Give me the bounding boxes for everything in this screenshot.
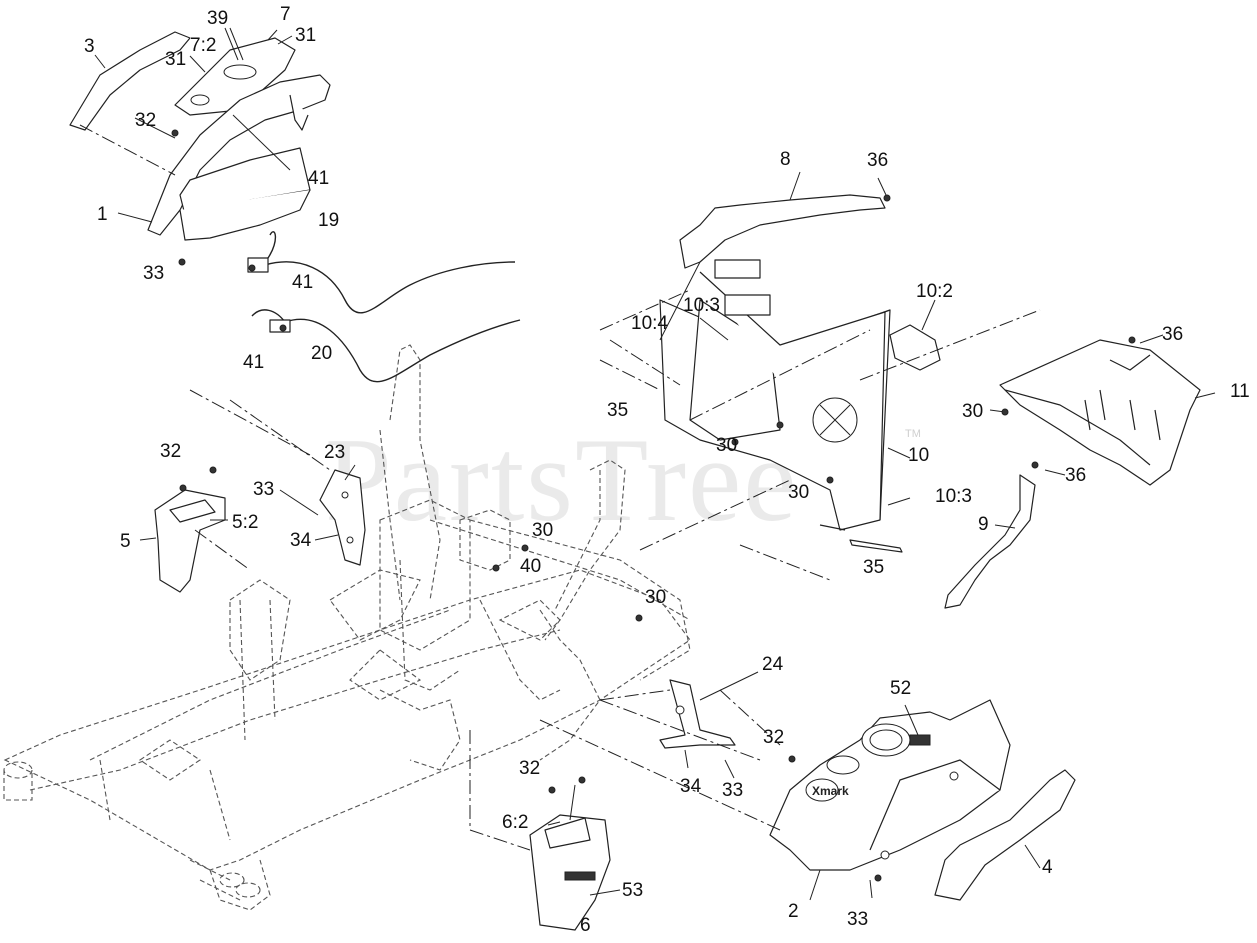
label-8: 8 [780, 149, 791, 170]
label-33: 33 [143, 263, 164, 284]
label-7-2: 7:2 [190, 35, 216, 56]
part-2-fender: Xmark [539, 699, 1011, 901]
label-10-4: 10:4 [631, 313, 668, 334]
label-40: 40 [520, 556, 541, 577]
label-31: 31 [165, 49, 186, 70]
label-30: 30 [962, 401, 983, 422]
label-32: 32 [763, 727, 784, 748]
label-52: 52 [890, 678, 911, 699]
brand-logo: Xmark [812, 784, 849, 798]
label-31: 31 [295, 25, 316, 46]
misc-fasteners [179, 264, 882, 882]
label-20: 20 [311, 343, 332, 364]
label-2: 2 [788, 901, 799, 922]
label-36: 36 [1065, 465, 1086, 486]
label-32: 32 [519, 758, 540, 779]
bracket-fasteners [639, 194, 1136, 581]
label-34: 34 [680, 776, 702, 797]
label-41: 41 [308, 168, 329, 189]
label-10: 10 [908, 445, 929, 466]
label-4: 4 [1042, 857, 1053, 878]
label-6-2: 6:2 [502, 812, 528, 833]
label-1: 1 [97, 204, 108, 225]
label-24: 24 [762, 654, 784, 675]
part-23-bracket [189, 389, 366, 566]
label-6: 6 [580, 915, 591, 936]
label-36: 36 [1162, 324, 1183, 345]
label-23: 23 [324, 442, 345, 463]
label-35: 35 [863, 557, 884, 578]
label-32: 32 [160, 441, 181, 462]
part-labels: 3 39 7 7:2 31 31 32 41 1 19 33 41 20 41 … [84, 4, 1250, 936]
label-33: 33 [253, 479, 274, 500]
watermark-trademark: TM [905, 428, 921, 440]
label-3: 3 [84, 36, 95, 57]
label-19: 19 [318, 210, 339, 231]
label-10-3: 10:3 [683, 295, 720, 316]
label-30: 30 [716, 435, 737, 456]
chassis-frame [3, 344, 691, 911]
label-7: 7 [280, 4, 291, 25]
label-11: 11 [1230, 381, 1250, 402]
part-6-cover [469, 730, 621, 931]
label-33: 33 [847, 909, 868, 930]
part-9-rod [944, 469, 1066, 609]
label-5-2: 5:2 [232, 512, 258, 533]
label-9: 9 [978, 514, 989, 535]
label-41: 41 [243, 352, 264, 373]
cable-20 [251, 309, 521, 383]
label-36: 36 [867, 150, 888, 171]
part-1-console [79, 74, 331, 241]
label-33: 33 [722, 780, 743, 801]
label-53: 53 [622, 880, 643, 901]
label-30: 30 [788, 482, 809, 503]
part-10-bracket [599, 259, 911, 531]
part-7-panel [174, 27, 296, 116]
cable-19 [247, 231, 516, 314]
label-41: 41 [292, 272, 313, 293]
label-10-2: 10:2 [916, 281, 953, 302]
part-4-trim [934, 769, 1076, 901]
part-11-guard [989, 334, 1216, 486]
label-32: 32 [135, 110, 156, 131]
label-5: 5 [120, 531, 131, 552]
label-34: 34 [290, 530, 312, 551]
label-35: 35 [607, 400, 628, 421]
part-24-bracket [599, 671, 781, 779]
part-10-2-tube [859, 299, 1041, 381]
label-30: 30 [532, 520, 553, 541]
part-8-rod [679, 171, 887, 269]
label-30: 30 [645, 587, 666, 608]
part-5-cover [139, 489, 251, 593]
label-39: 39 [207, 8, 228, 29]
label-10-3: 10:3 [935, 486, 972, 507]
part-3-trim [69, 31, 191, 131]
